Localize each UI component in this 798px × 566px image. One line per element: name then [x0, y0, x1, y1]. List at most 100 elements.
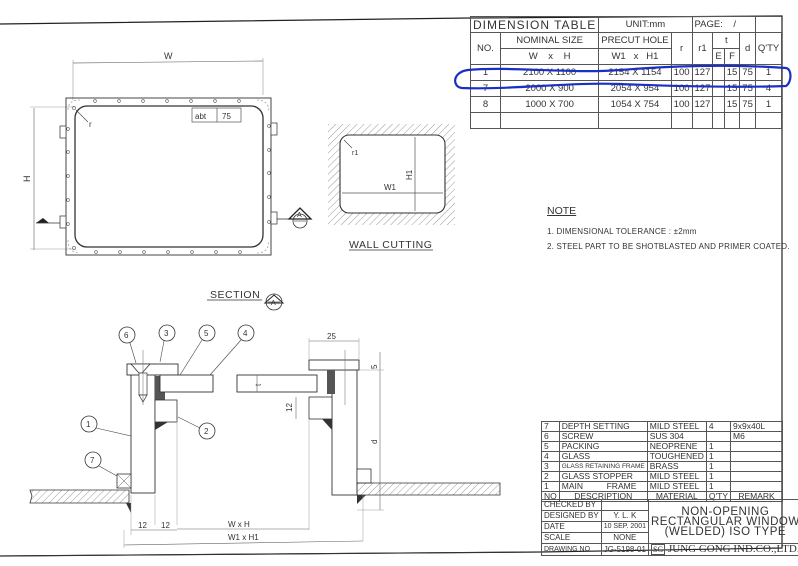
bom-qty: 1	[705, 461, 732, 472]
table-row: 8 1000 X 700 1054 X 754 100 127 15 75 1	[470, 96, 783, 113]
cell-f	[723, 112, 741, 129]
wall-cutting-title: WALL CUTTING	[349, 239, 432, 251]
cell-d	[739, 112, 756, 129]
bom-description: GLASS STOPPER	[558, 471, 648, 482]
cell-nominal: 1000 X 700	[499, 96, 600, 113]
bom-no: 4	[541, 451, 560, 462]
bom-material: MILD STEEL	[646, 471, 707, 482]
bom-description: MAIN FRAME	[558, 481, 648, 492]
cell-r1	[691, 112, 714, 129]
wall-width-label: W1	[384, 183, 397, 192]
cell-r1: 127	[691, 96, 714, 113]
table-row: 7 2000 X 900 2054 X 954 100 127 15 75 4	[470, 80, 783, 97]
sub-x: x	[548, 51, 554, 62]
bom-material: MILD STEEL	[646, 421, 707, 432]
bom-qty: 1	[705, 451, 732, 462]
bom-description: PACKING	[558, 441, 648, 452]
front-view	[30, 58, 313, 256]
table-row	[470, 112, 783, 129]
unit-label: UNIT:mm	[598, 16, 693, 33]
title-line-3: (WELDED) ISO TYPE	[664, 525, 787, 538]
bom-material: TOUGHENED	[646, 451, 707, 462]
bom-no: 7	[541, 421, 560, 432]
bom-description: DEPTH SETTING	[558, 421, 648, 432]
checked-by-label: CHECKED BY	[541, 499, 602, 511]
company-logo-icon: SG	[651, 544, 666, 555]
cell-f: 15	[723, 96, 741, 113]
page-label: PAGE:	[694, 19, 723, 30]
scale-label: SCALE	[541, 532, 602, 544]
date-value: 10 SEP. 2001	[600, 521, 650, 533]
cell-d: 75	[739, 96, 756, 113]
bom-remark: M6	[730, 431, 783, 442]
bom-material: MILD STEEL	[646, 481, 707, 492]
bom-remark	[730, 461, 783, 472]
balloon-3: 3	[164, 329, 169, 338]
sub-h: H	[563, 51, 571, 62]
cell-precut: 1054 X 754	[598, 96, 672, 113]
wall-height-label: H1	[405, 169, 414, 180]
designed-by-value: Y. L. K	[600, 510, 650, 522]
spacing-value: 75	[222, 112, 231, 121]
col-t: t	[712, 32, 741, 49]
bom-material: BRASS	[646, 461, 707, 472]
dim-12-a: 12	[138, 521, 147, 530]
cell-no: 8	[470, 96, 501, 113]
cell-qty: 1	[754, 96, 783, 113]
designed-by-label: DESIGNED BY	[541, 510, 602, 522]
bom-qty: 1	[705, 471, 732, 482]
note-heading: NOTE	[547, 205, 577, 217]
title-line-2: RECTANGULAR WINDOW	[651, 515, 798, 528]
bom-qty	[705, 431, 732, 442]
drawing-no-label: DRAWING NO	[541, 543, 602, 556]
dim-w-x-h: W x H	[228, 520, 250, 529]
bom-remark	[730, 451, 783, 462]
section-title: SECTION	[210, 289, 260, 301]
bom-no: 1	[541, 481, 560, 492]
bom-description: GLASS	[558, 451, 648, 462]
drawing-no-value: JG-5198-01	[600, 543, 650, 556]
note-line: 2. STEEL PART TO BE SHOTBLASTED AND PRIM…	[547, 242, 790, 251]
bom-no: 3	[541, 461, 560, 472]
sub-x1: x	[633, 51, 639, 62]
bom-material: NEOPRENE	[646, 441, 707, 452]
notes-section: NOTE 1. DIMENSIONAL TOLERANCE : ±2mm 2. …	[547, 205, 790, 257]
cell-e	[712, 96, 725, 113]
col-nominal-size: NOMINAL SIZE	[499, 32, 600, 49]
bom-remark: 9x9x40L	[730, 421, 783, 432]
col-qty: Q'TY	[754, 32, 783, 65]
balloon-5: 5	[204, 329, 209, 338]
dim-w1-x-h1: W1 x H1	[228, 533, 259, 542]
radius-label: r	[89, 120, 92, 129]
page-cell: PAGE: /	[691, 16, 756, 33]
bom-qty: 1	[705, 481, 732, 492]
dim-t: t	[254, 383, 263, 386]
width-label: W	[164, 51, 173, 61]
bom-qty: 1	[705, 441, 732, 452]
bom-remark	[730, 481, 783, 492]
cell-no	[470, 112, 501, 129]
wall-radius-label: r1	[352, 150, 358, 157]
abt-label: abt	[195, 112, 207, 121]
cell-r	[670, 112, 693, 129]
scale-value: NONE	[600, 532, 650, 544]
date-label: DATE	[541, 521, 602, 533]
dim-5: 5	[370, 364, 379, 369]
dim-12-vertical: 12	[285, 403, 294, 412]
bom-description: SCREW	[558, 431, 648, 442]
bom-material: SUS 304	[646, 431, 707, 442]
bom-description: GLASS RETAINING FRAME	[558, 461, 648, 472]
page-value: /	[733, 19, 737, 30]
col-precut-hole: PRECUT HOLE	[598, 32, 672, 49]
sub-w1: W1	[611, 51, 626, 62]
sub-h1: H1	[646, 51, 659, 62]
dim-d: d	[370, 440, 379, 444]
balloon-4: 4	[243, 329, 248, 338]
